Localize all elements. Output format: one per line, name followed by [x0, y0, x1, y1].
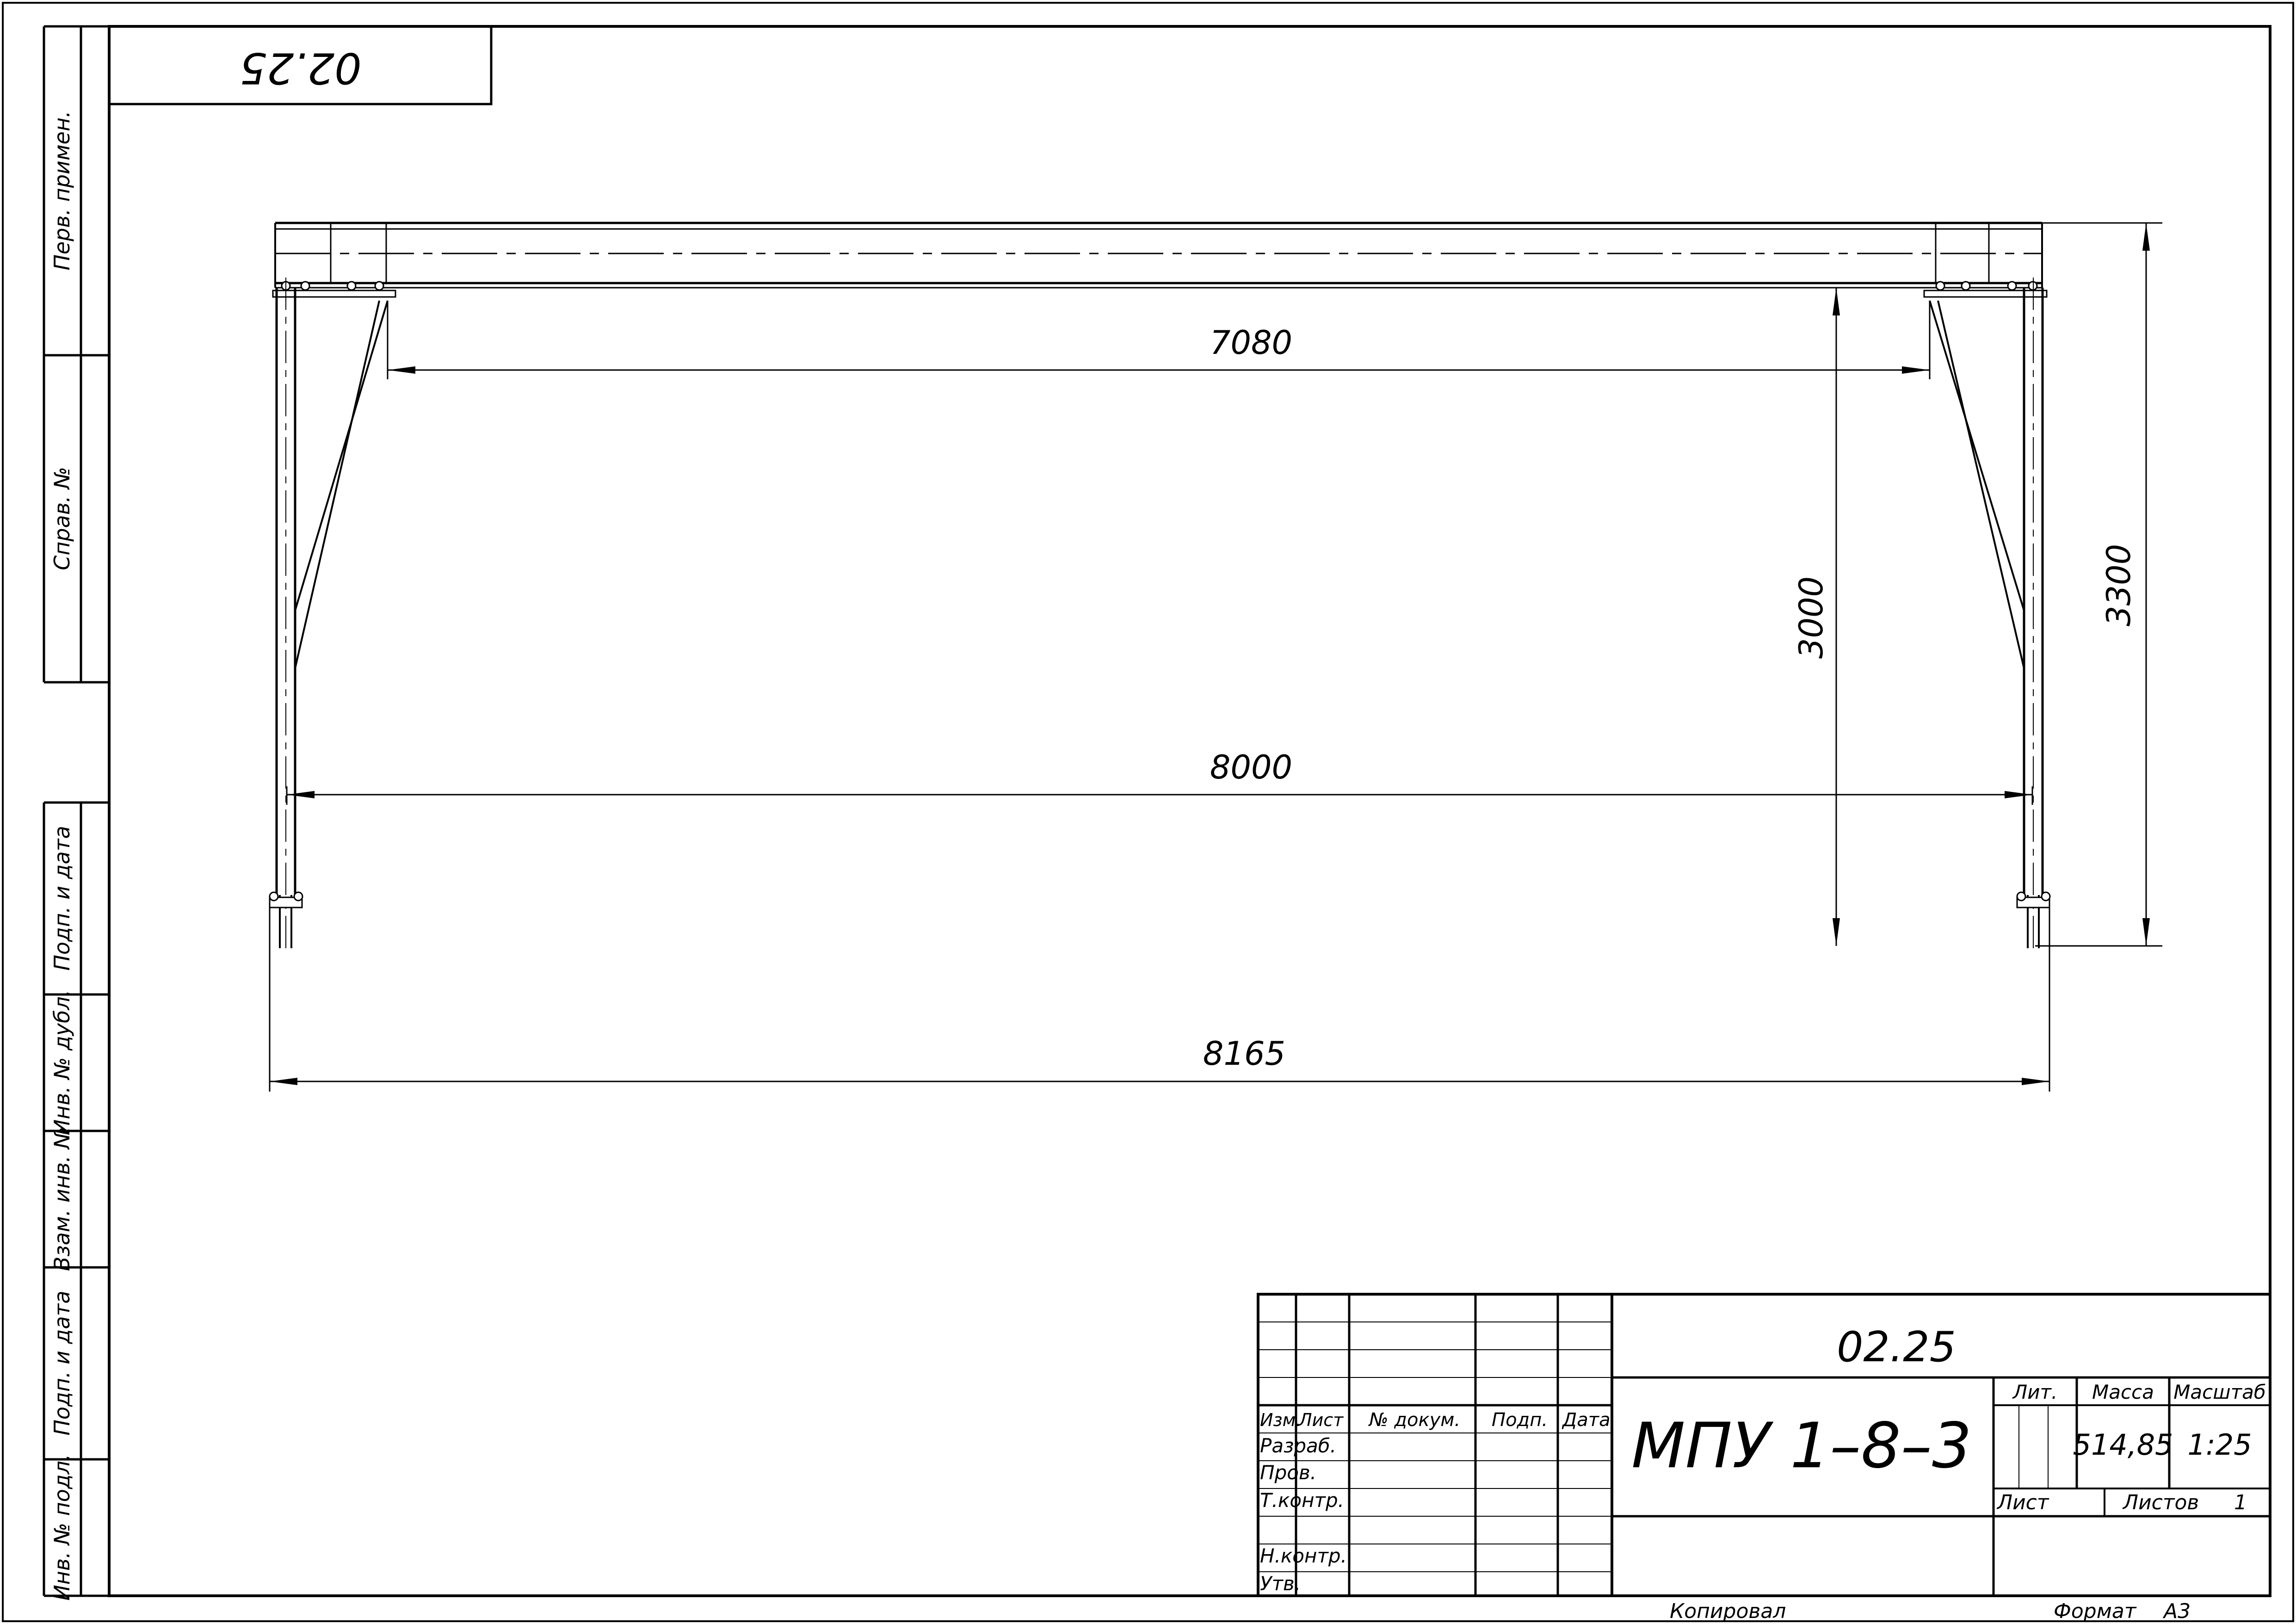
dimension-3300: 3300: [2100, 544, 2138, 626]
side-label-sprav-no: Справ. №: [49, 467, 74, 570]
sheet-label: Лист: [1996, 1491, 2049, 1514]
side-label-podp-data-2: Подп. и дата: [49, 1291, 74, 1435]
mass-label: Масса: [2092, 1381, 2154, 1403]
frame-border: [108, 25, 2271, 1597]
role-utv: Утв.: [1260, 1572, 1301, 1595]
left-column: [275, 278, 389, 953]
col-podp: Подп.: [1492, 1409, 1548, 1431]
dimension-7080: 7080: [1210, 324, 1292, 362]
right-column: [1929, 278, 2044, 953]
scale-label: Масштаб: [2173, 1381, 2266, 1403]
side-label-perv-primen: Перв. примен.: [49, 111, 74, 270]
side-strip: [43, 25, 109, 1597]
corner-stamp-code: 02.25: [240, 43, 361, 93]
copied-label: Копировал: [1670, 1599, 1786, 1623]
side-label-inv-podl: Инв. № подл.: [49, 1454, 74, 1600]
dimension-8165: 8165: [1203, 1035, 1285, 1073]
col-data: Дата: [1562, 1409, 1611, 1431]
dimension-3000: 3000: [1792, 576, 1830, 659]
dimension-8000: 8000: [1210, 748, 1292, 786]
format-value: А3: [2162, 1599, 2191, 1623]
sheets-value: 1: [2234, 1491, 2247, 1514]
role-prov: Пров.: [1260, 1461, 1316, 1484]
side-strip-labels: Перв. примен. Справ. № Подп. и дата Инв.…: [49, 111, 74, 1600]
title-block-code: 02.25: [1837, 1323, 1956, 1371]
side-label-inv-dubl: Инв. № дубл.: [49, 990, 74, 1136]
lit-label: Лит.: [2012, 1381, 2058, 1403]
format-label: Формат: [2054, 1599, 2137, 1623]
side-label-podp-data-1: Подп. и дата: [49, 826, 74, 970]
left-base-plate: [269, 891, 303, 908]
beam: [274, 222, 2043, 289]
corner-stamp-box: [108, 25, 493, 105]
scale-value: 1:25: [2187, 1428, 2252, 1462]
col-list: Лист: [1298, 1410, 1344, 1430]
mass-value: 514,85: [2073, 1428, 2173, 1462]
right-base-plate: [2016, 891, 2051, 908]
role-tkontr: Т.контр.: [1260, 1489, 1344, 1512]
beam-bolts: [272, 281, 2048, 298]
role-nkontr: Н.контр.: [1260, 1544, 1347, 1567]
sheets-label: Листов: [2122, 1491, 2199, 1514]
side-label-vzam-inv: Взам. инв. №: [49, 1127, 74, 1271]
drawing-name: МПУ 1–8–3: [1631, 1409, 1972, 1482]
title-block: [1257, 1293, 2271, 1597]
role-razrab: Разраб.: [1260, 1434, 1336, 1457]
dimension-lines: [269, 222, 2162, 1092]
col-izm: Изм.: [1260, 1410, 1301, 1430]
title-block-texts: Изм. Лист № докум. Подп. Дата Разраб. Пр…: [1260, 1323, 2266, 1623]
dimension-texts: 7080 8000 8165 3000 3300: [1203, 324, 2138, 1073]
col-doc: № докум.: [1368, 1409, 1460, 1431]
